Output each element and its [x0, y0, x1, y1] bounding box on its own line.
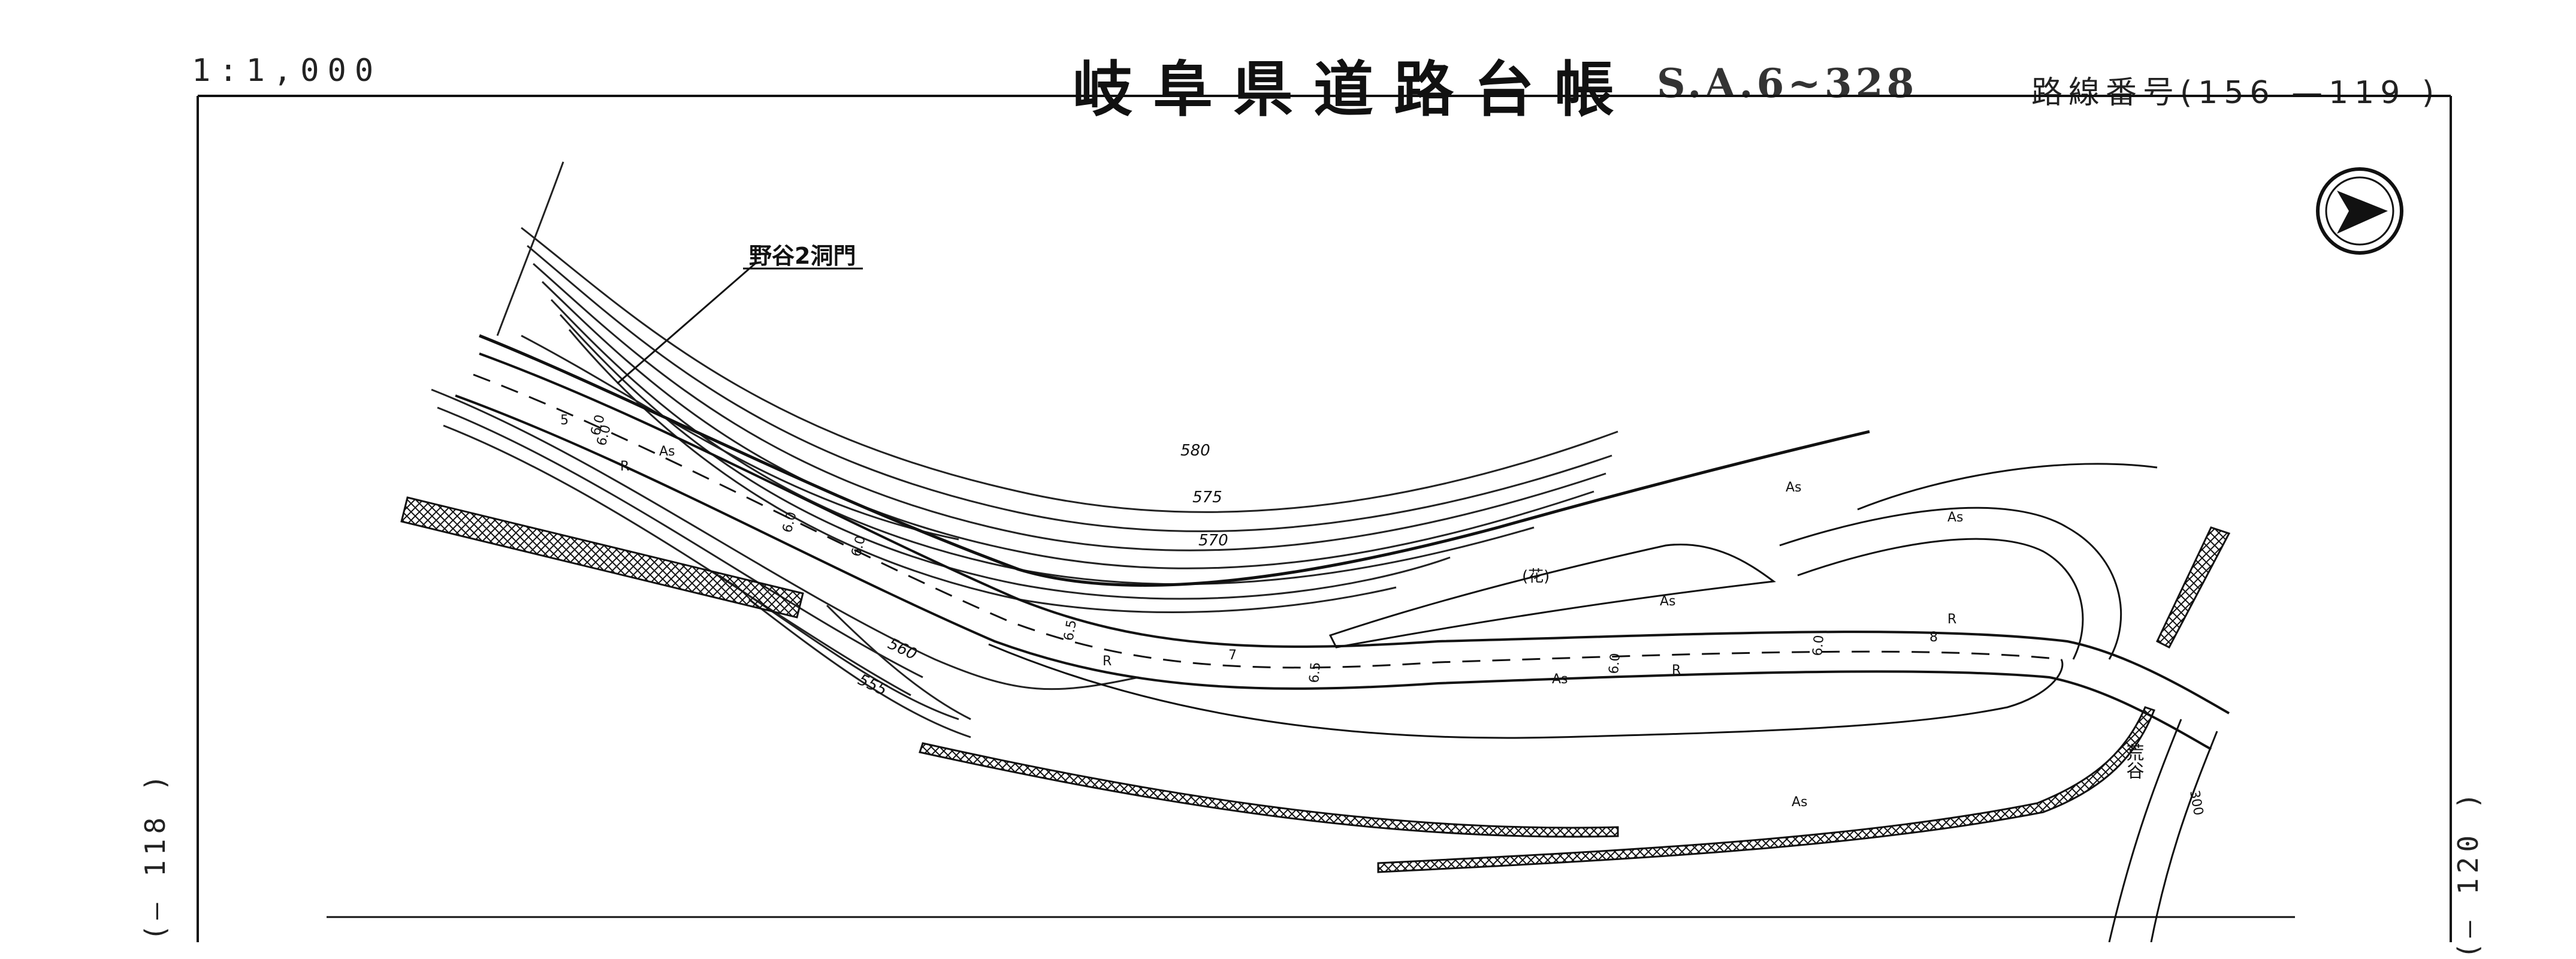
road-carriageway [455, 352, 2230, 750]
page-title: 岐阜県道路台帳 [1073, 55, 1635, 125]
guard-fence-upper [479, 334, 1870, 587]
contour-lines-upper [496, 161, 1618, 613]
surface-label: As [1792, 795, 1808, 810]
contour-label-580: 580 [1180, 442, 1210, 460]
curve-label: R [1672, 663, 1681, 678]
map-scale: 1:1,000 [192, 53, 382, 89]
surface-label: As [1552, 672, 1568, 687]
contour-label-570: 570 [1198, 532, 1228, 550]
stream-height-label: 300 [2187, 789, 2206, 817]
stream-name-label: 荒谷 [2123, 743, 2144, 779]
surface-label: As [1947, 510, 1964, 525]
width-label: 6.0 [1810, 634, 1827, 656]
width-label: 6.0 [780, 510, 800, 534]
surface-label: As [1786, 480, 1802, 495]
curve-label: R [1947, 612, 1956, 627]
route-number-label: 路線番号(156 —119 ) [2031, 75, 2441, 111]
retaining-walls [400, 463, 2231, 873]
misc-label: 8 [1929, 630, 1938, 645]
north-arrow-icon [2316, 167, 2403, 255]
sheet-frame [197, 95, 2452, 942]
surface-label: As [659, 444, 675, 459]
facility-label: 野谷2洞門 [749, 243, 856, 269]
flower-bed-island [1328, 544, 1776, 649]
facility-leader-line [617, 263, 756, 385]
width-label: 6.0 [1606, 652, 1623, 674]
width-label: 6.5 [1061, 619, 1080, 642]
misc-label: 7 [1228, 648, 1237, 663]
curve-label: R [620, 459, 629, 474]
contour-lines-lower [431, 388, 1139, 738]
stream [2108, 719, 2218, 942]
contour-label-575: 575 [1192, 488, 1222, 506]
sheet-stamp: S.A.6~328 [1657, 60, 1918, 107]
side-road-right [1779, 506, 2122, 660]
misc-label: 5 [560, 413, 569, 428]
width-label: 6.5 [1307, 661, 1324, 683]
surface-label: As [1660, 594, 1676, 609]
flower-bed-label: (花) [1522, 568, 1550, 586]
curve-label: R [1103, 654, 1112, 669]
